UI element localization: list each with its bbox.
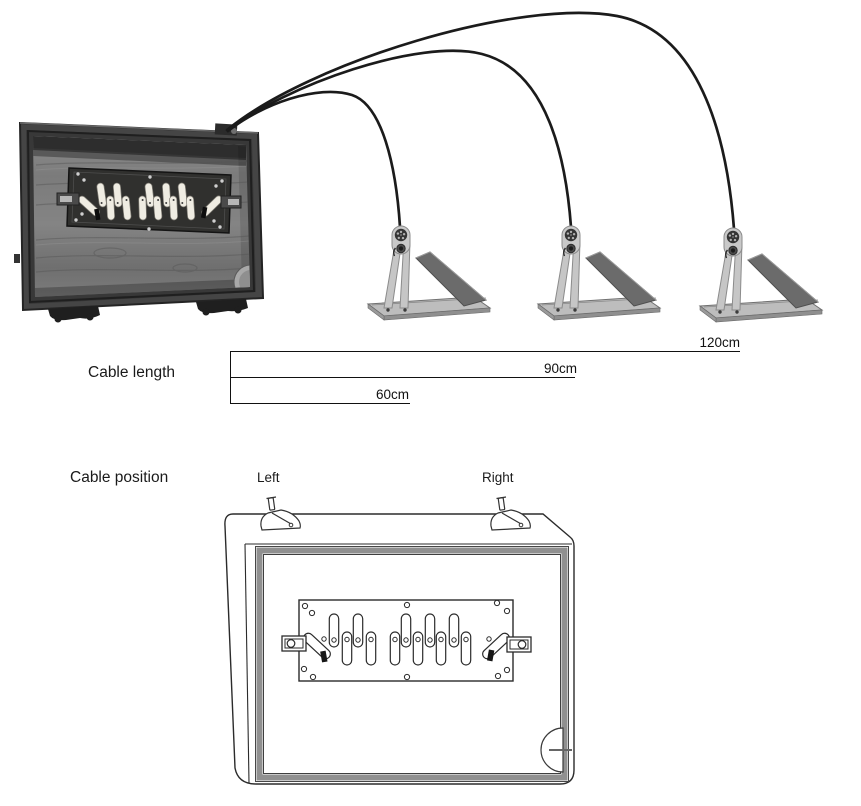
drone-levers-photo (78, 182, 223, 221)
foot-pedal-3 (699, 227, 823, 323)
cables (225, 11, 736, 231)
measure-connector-line (230, 351, 231, 404)
left-position-label: Left (257, 470, 280, 485)
drone-lever-panel-photo (66, 167, 232, 234)
cable-length-label: Cable length (88, 364, 176, 381)
panel-screws-drawing (300, 599, 511, 681)
latches-drawing (281, 635, 532, 653)
cable-60cm (226, 90, 402, 229)
left-black-mark (320, 650, 328, 663)
measure-label-120cm: 120cm (699, 335, 740, 350)
measure-label-60cm: 60cm (375, 387, 409, 402)
lever-pins (321, 636, 492, 643)
side-latches (14, 192, 242, 263)
measure-line-120cm (230, 351, 740, 352)
foot-pedal-1 (367, 225, 491, 321)
shruti-box-photo (14, 121, 265, 323)
measure-label-90cm: 90cm (543, 361, 577, 376)
cable-position-drawing (224, 496, 575, 785)
foot-pedal-2 (537, 225, 661, 321)
right-position-label: Right (482, 470, 514, 485)
right-black-mark (487, 649, 495, 662)
cable-90cm (226, 49, 573, 229)
inner-frame (255, 546, 569, 782)
cable-position-label: Cable position (70, 469, 169, 486)
product-photo-illustration (14, 11, 823, 323)
drone-lever-panel-drawing (281, 599, 532, 682)
measure-line-60cm (230, 403, 410, 404)
panel-screws (74, 172, 224, 231)
box-feet (48, 299, 248, 323)
hand-hole (540, 727, 572, 773)
cable-120cm (225, 11, 736, 231)
measure-line-90cm (230, 377, 575, 378)
